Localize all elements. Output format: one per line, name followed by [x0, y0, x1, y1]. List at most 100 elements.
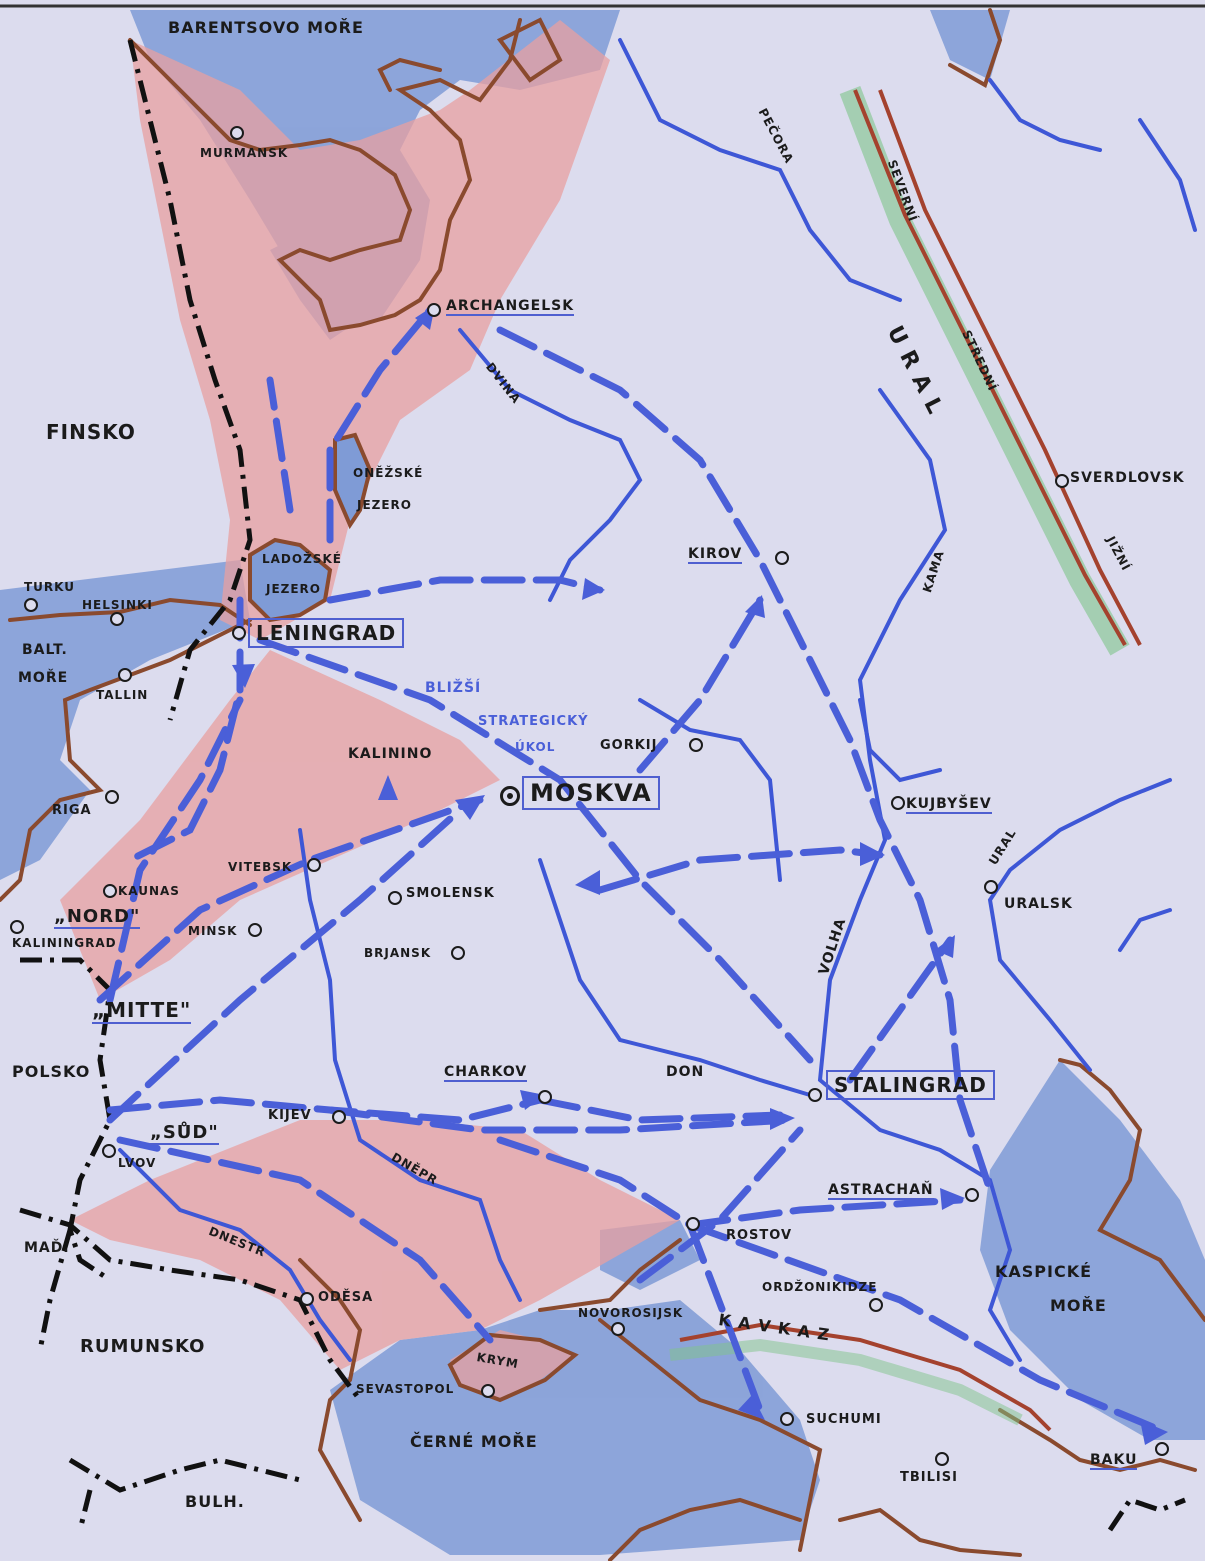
city-marker-helsinki [110, 612, 124, 626]
sea-label-caspian-1: KASPICKÉ [995, 1262, 1093, 1281]
city-marker-brjansk [451, 946, 465, 960]
city-marker-leningrad [232, 626, 246, 640]
city-label-sevastopol: SEVASTOPOL [356, 1382, 455, 1396]
sea-label-barents: BARENTSOVO MOŘE [168, 18, 364, 37]
city-marker-rostov [686, 1217, 700, 1231]
city-marker-stalingrad [808, 1088, 822, 1102]
south-occupied [70, 1120, 680, 1370]
city-marker-uralsk [984, 880, 998, 894]
occupied-territory [60, 20, 680, 1400]
city-marker-novorosijsk [611, 1322, 625, 1336]
city-marker-turku [24, 598, 38, 612]
city-label-turku: TURKU [24, 580, 76, 594]
city-marker-kujbysev [891, 796, 905, 810]
city-marker-suchumi [780, 1412, 794, 1426]
city-label-novorosijsk: NOVOROSIJSK [578, 1306, 684, 1320]
city-label-lvov: LVOV [118, 1156, 157, 1170]
capital-marker-moskva [500, 786, 520, 806]
border-line [19, 39, 1186, 1532]
river-ural [987, 778, 1172, 1072]
city-marker-sevastopol [481, 1384, 495, 1398]
river-volga [817, 388, 1022, 1362]
north-occupied [130, 20, 610, 640]
city-marker-astrachan [965, 1188, 979, 1202]
lake-label-ladoga-1: LADOŽSKÉ [262, 552, 342, 566]
strategic-goal-line1: BLIŽŠÍ [425, 680, 482, 696]
city-label-baku: BAKU [1090, 1452, 1138, 1470]
city-label-kijev: KIJEV [268, 1108, 312, 1123]
river-north2 [988, 78, 1102, 152]
country-label-poland: POLSKO [12, 1062, 91, 1081]
city-marker-tallin [118, 668, 132, 682]
city-marker-murmansk [230, 126, 244, 140]
strategic-goal-line3: ÚKOL [515, 740, 556, 754]
army-group-nord: „NORD" [54, 906, 141, 929]
city-marker-charkov [538, 1090, 552, 1104]
rivers [118, 38, 1197, 1362]
city-marker-smolensk [388, 891, 402, 905]
country-label-hungary: MAĎ. [24, 1240, 70, 1256]
river-label-don: DON [666, 1064, 705, 1080]
army-group-mitte: „MITTE" [92, 998, 192, 1024]
city-label-leningrad: LENINGRAD [248, 618, 405, 648]
lake-label-onega-1: ONĚŽSKÉ [353, 466, 424, 480]
lake-label-onega-2: JEZERO [357, 498, 413, 512]
city-label-ordzonikidze: ORDŽONIKIDZE [762, 1280, 878, 1294]
city-label-murmansk: MURMANSK [200, 146, 289, 160]
city-label-kaliningrad: KALININGRAD [12, 936, 117, 950]
city-marker-kijev [332, 1110, 346, 1124]
caspian-sea [980, 1060, 1205, 1440]
country-label-finland: FINSKO [46, 420, 136, 444]
city-label-stalingrad: STALINGRAD [826, 1070, 995, 1100]
city-label-tallin: TALLIN [96, 688, 149, 702]
city-marker-riga [105, 790, 119, 804]
river-dvina [458, 328, 643, 602]
sea-label-baltic-1: BALT. [22, 642, 68, 658]
city-label-gorkij: GORKIJ [600, 738, 658, 753]
country-label-bulgaria: BULH. [185, 1492, 245, 1511]
city-label-suchumi: SUCHUMI [806, 1412, 882, 1427]
city-marker-gorkij [689, 738, 703, 752]
city-label-moskva: MOSKVA [522, 776, 660, 810]
city-marker-lvov [102, 1144, 116, 1158]
city-marker-odesa [300, 1292, 314, 1306]
city-label-minsk: MINSK [188, 924, 238, 938]
city-marker-kaliningrad [10, 920, 24, 934]
city-marker-archangelsk [427, 303, 441, 317]
central-occupied [60, 650, 500, 1000]
city-label-riga: RIGA [52, 803, 92, 818]
city-label-rostov: ROSTOV [726, 1228, 793, 1243]
sea-label-black: ČERNÉ MOŘE [410, 1432, 538, 1451]
river-north [1138, 118, 1197, 232]
city-label-helsinki: HELSINKI [82, 598, 153, 612]
river-dniester [118, 1148, 352, 1362]
city-label-charkov: CHARKOV [444, 1064, 528, 1082]
arrow-heads [232, 305, 1168, 1445]
city-label-tbilisi: TBILISI [900, 1470, 958, 1485]
ladoga-lake [248, 537, 333, 623]
ural-mountains [669, 86, 1142, 1432]
strategic-goal-line2: STRATEGICKÝ [478, 714, 589, 729]
river-oka [638, 698, 782, 882]
city-marker-tbilisi [935, 1452, 949, 1466]
city-label-brjansk: BRJANSK [364, 946, 432, 960]
city-label-smolensk: SMOLENSK [406, 886, 495, 901]
city-label-uralsk: URALSK [1004, 896, 1073, 912]
city-marker-kaunas [103, 884, 117, 898]
city-label-sverdlovsk: SVERDLOVSK [1070, 470, 1185, 486]
lakes [248, 432, 373, 623]
lake-label-ladoga-2: JEZERO [266, 582, 322, 596]
city-label-archangelsk: ARCHANGELSK [446, 298, 575, 316]
city-marker-kirov [775, 551, 789, 565]
river-kama [858, 698, 942, 783]
coastlines [0, 8, 1205, 1561]
army-group-sud: „SŮD" [150, 1122, 219, 1145]
river-ural-branch [1118, 908, 1172, 952]
city-label-vitebsk: VITEBSK [228, 860, 293, 874]
city-label-kalinino: KALININO [348, 746, 433, 762]
city-label-kirov: KIROV [688, 546, 743, 564]
onega-lake [333, 432, 373, 530]
sea-label-baltic-2: MOŘE [18, 670, 69, 686]
